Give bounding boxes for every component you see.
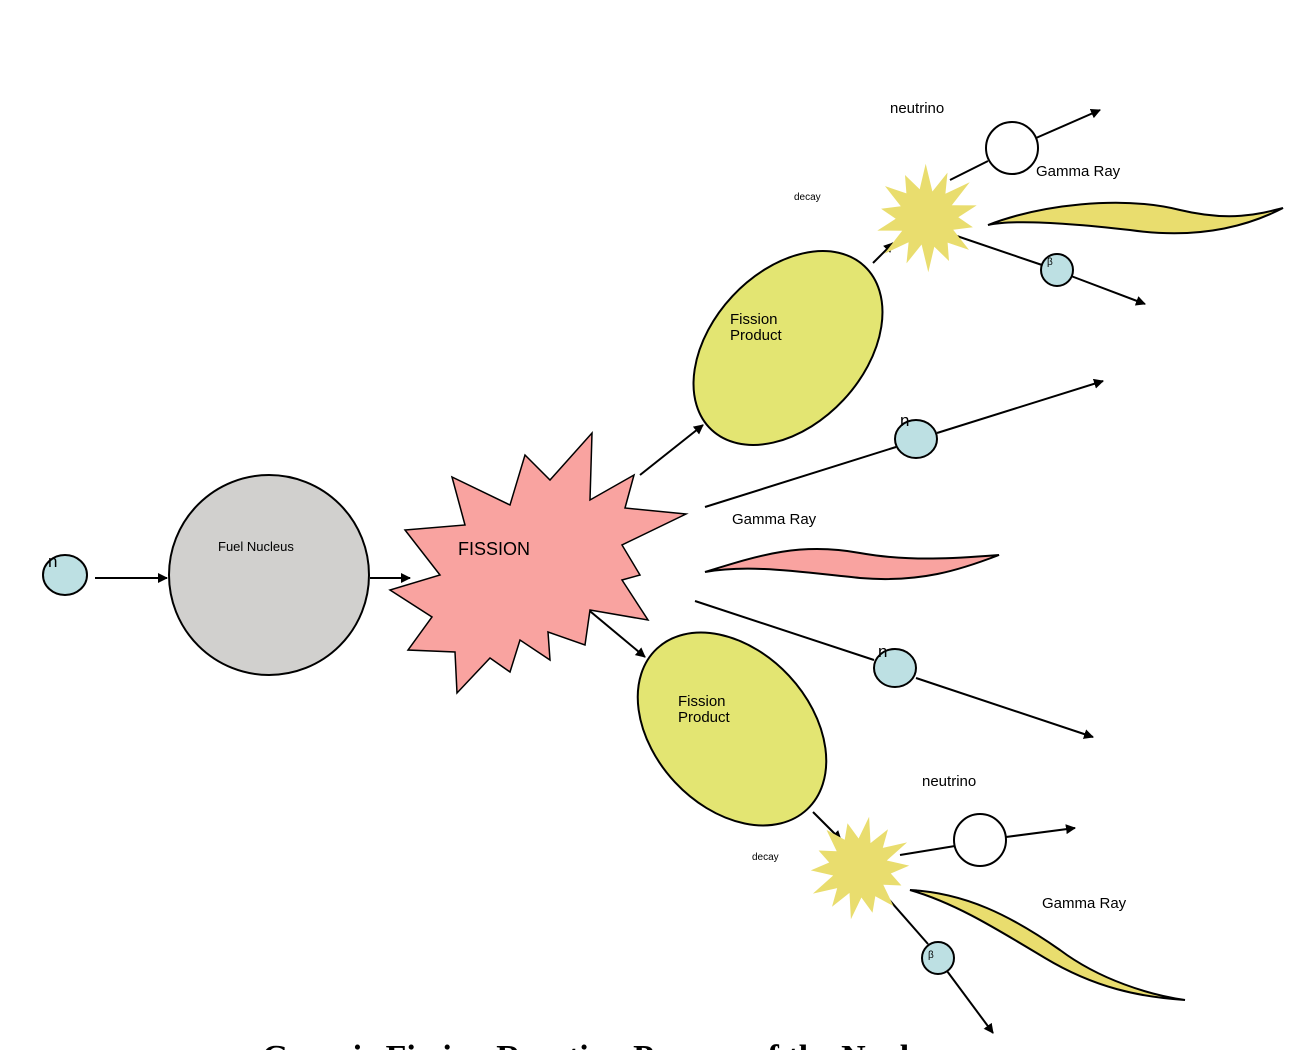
fission-product-top-label-1: Fission (730, 311, 778, 328)
fission-product-bottom-label-2: Product (678, 709, 731, 726)
arrow-to-product-bottom (584, 606, 646, 658)
fission-product-top (692, 250, 884, 446)
gamma-ray-top-label: Gamma Ray (1036, 163, 1121, 180)
neutrino-top-label: neutrino (890, 100, 944, 117)
neutron-upper-label: n (900, 411, 909, 430)
neutron-lower (873, 648, 917, 688)
incoming-neutron (42, 554, 88, 596)
neutron-lower-label: n (878, 642, 887, 661)
fuel-nucleus-label: Fuel Nucleus (218, 539, 294, 554)
arrow-neutrino-bottom (1005, 824, 1076, 838)
gamma-ray-bottom-label: Gamma Ray (1042, 895, 1127, 912)
decay-bottom-label: decay (752, 852, 779, 863)
line-beta-top (947, 232, 1043, 266)
neutron-upper (894, 419, 938, 459)
incoming-neutron-label: n (48, 552, 57, 571)
arrow-beta-bottom (946, 970, 994, 1034)
figure-caption: Generic Fission Reaction Process of the … (262, 1039, 956, 1050)
decay-burst-bottom (810, 816, 910, 920)
fission-product-top-label-2: Product (730, 327, 783, 344)
decay-burst-top (877, 163, 977, 273)
arrow-to-product-top (639, 424, 704, 476)
fission-burst (388, 430, 689, 695)
neutrino-top (985, 121, 1039, 175)
line-neutrino-bottom (899, 845, 956, 856)
beta-top-label: β (1047, 257, 1053, 268)
gamma-ray-bottom (909, 889, 1186, 1001)
line-beta-bottom (884, 894, 929, 945)
gamma-ray-middle (704, 547, 1000, 581)
beta-particle-top (1040, 253, 1074, 287)
arrow-neutron-upper (936, 378, 1104, 434)
neutrino-bottom (953, 813, 1007, 867)
arrow-beta-top (1070, 275, 1146, 306)
fission-product-bottom-label-1: Fission (678, 693, 726, 710)
decay-top-label: decay (794, 192, 821, 203)
beta-bottom-label: β (928, 950, 934, 961)
fission-label: FISSION (458, 539, 530, 559)
arrow-to-decay-top (872, 242, 894, 264)
line-neutrino-top (949, 160, 989, 181)
fuel-nucleus (168, 474, 370, 676)
line-neutron-lower (694, 600, 875, 661)
arrow-neutrino-top (1035, 109, 1101, 139)
fission-product-bottom (636, 631, 828, 827)
neutrino-bottom-label: neutrino (922, 773, 976, 790)
beta-particle-bottom (921, 941, 955, 975)
line-neutron-upper (704, 446, 897, 508)
arrow-neutron-lower (915, 677, 1094, 739)
gamma-ray-top (987, 201, 1284, 235)
gamma-ray-middle-label: Gamma Ray (732, 511, 817, 528)
